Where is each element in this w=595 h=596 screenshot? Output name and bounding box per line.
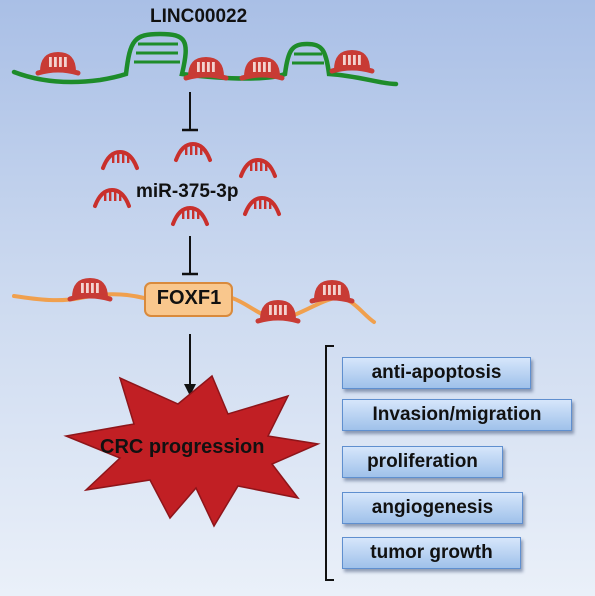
mirna-label: miR-375-3p xyxy=(136,181,239,202)
bound-mirna-icon xyxy=(312,280,352,301)
mrna-strand xyxy=(12,278,376,324)
outcome-invasion-migration: Invasion/migration xyxy=(342,399,572,431)
mirna-icon xyxy=(239,158,277,178)
outcome-tumor-growth: tumor growth xyxy=(342,537,521,569)
lncrna-label: LINC00022 xyxy=(150,6,248,27)
bound-mirna-icon xyxy=(38,52,78,73)
outcome-proliferation: proliferation xyxy=(342,446,503,478)
outcome-angiogenesis: angiogenesis xyxy=(342,492,523,524)
mirna-icon xyxy=(174,142,212,162)
bound-mirna-icon xyxy=(258,300,298,321)
inhibition-arrow-1 xyxy=(182,92,198,132)
lncrna-strand xyxy=(11,31,399,87)
bound-mirna-icon xyxy=(332,50,372,71)
inhibition-arrow-2 xyxy=(182,236,198,276)
bound-mirna-icon xyxy=(242,57,282,78)
mirna-icon xyxy=(93,188,131,208)
bound-mirna-icon xyxy=(70,278,110,299)
progression-burst xyxy=(63,374,321,528)
activation-arrow xyxy=(184,334,196,396)
mirna-icon xyxy=(171,206,209,226)
progression-label: CRC progression xyxy=(100,436,265,458)
bound-mirna-icon xyxy=(186,57,226,78)
outcome-anti-apoptosis: anti-apoptosis xyxy=(342,357,531,389)
outcomes-bracket xyxy=(325,345,334,581)
mirna-icon xyxy=(101,150,139,170)
mirna-icon xyxy=(243,196,281,216)
foxf1-box xyxy=(144,282,233,317)
foxf1-label: FOXF1 xyxy=(156,287,222,309)
